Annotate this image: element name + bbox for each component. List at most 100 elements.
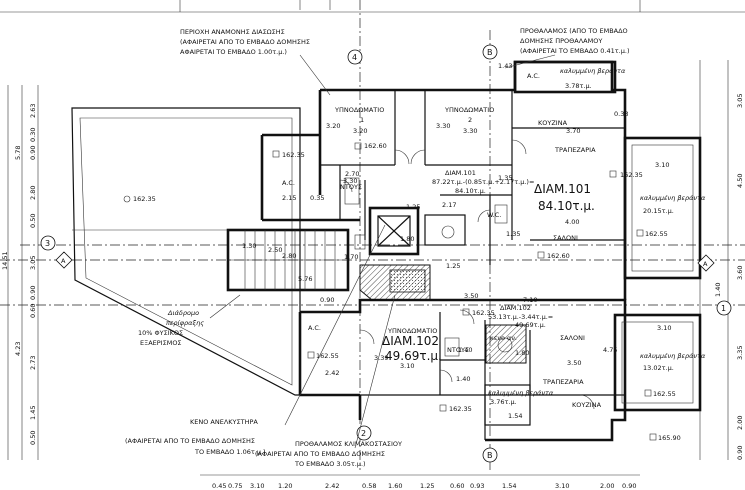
- veranda-lower-area: 13.02τ.μ.: [643, 364, 674, 372]
- svg-text:3.10: 3.10: [250, 482, 264, 490]
- stair-note-line-3: ΤΟ ΕΜΒΑΔΟ 3.05τ.μ.): [294, 460, 366, 468]
- lift-note-line-2: (ΑΦΑΙΡΕΤΑΙ ΑΠΟ ΤΟ ΕΜΒΑΔΟ ΔΟΜΗΣΗΣ: [125, 437, 255, 445]
- stair-treads: [228, 230, 348, 290]
- kitchen-102-label: ΚΟΥΖΙΝΑ: [572, 401, 602, 409]
- svg-text:0.45: 0.45: [212, 482, 226, 490]
- veranda-top-area: 3.78τ.μ.: [565, 82, 592, 90]
- level-9: 162.55: [653, 390, 676, 398]
- grid-bubble-2: 2: [356, 425, 372, 441]
- apartment-102-area: 49.69τ.μ.: [385, 349, 442, 363]
- shower-102-label: ΝΤΟΥΣ: [447, 346, 469, 354]
- svg-text:1.30: 1.30: [242, 242, 256, 250]
- svg-text:2.80: 2.80: [282, 252, 296, 260]
- apartment-102-calc-2: 53.13τ.μ.-3.44τ.μ.=: [488, 313, 553, 321]
- svg-text:1.25: 1.25: [446, 262, 460, 270]
- dining-102-label: ΤΡΑΠΕΖΑΡΙΑ: [542, 378, 584, 386]
- svg-text:1.80: 1.80: [400, 235, 414, 243]
- shaft-note-line-3: ΑΦΑΙΡΕΤΑΙ ΤΟ ΕΜΒΑΔΟ 1.00τ.μ.): [180, 48, 287, 56]
- shaft-note: ΠΕΡΙΟΧΗ ΑΝΑΜΟΝΗΣ ΔΙΑΣΩΣΗΣ (ΑΦΑΙΡΕΤΑΙ ΑΠΟ…: [180, 28, 310, 56]
- vestibule-top-note: ΠΡΟΘΑΛΑΜΟΣ (ΑΠΟ ΤΟ ΕΜΒΑΔΟ ΔΟΜΗΣΗΣ ΠΡΟΘΑΛ…: [520, 27, 629, 55]
- green-note: 10% ΦΥΣΙΚΟΣ ΕΞΑΕΡΙΣΜΟΣ: [138, 329, 183, 347]
- stair-note-line-1: ΠΡΟΘΑΛΑΜΟΣ ΚΛΙΜΑΚΟΣΤΑΣΙΟΥ: [295, 440, 402, 448]
- svg-text:1.80: 1.80: [515, 349, 529, 357]
- svg-text:2.00: 2.00: [600, 482, 614, 490]
- room-dimensions: 3.20 3.30 3.20 3.30 3.70 3.10 2.70 2.15 …: [242, 62, 671, 420]
- svg-text:3: 3: [45, 239, 50, 248]
- svg-text:4.23: 4.23: [14, 342, 22, 356]
- svg-text:2.73: 2.73: [29, 356, 37, 370]
- veranda-right-label: καλυμμένη βεράντα: [640, 194, 706, 202]
- svg-text:0.50: 0.50: [29, 431, 37, 445]
- apartment-101-calc-2: 87.22τ.μ.-(0.85τ.μ.+2.17τ.μ.)=: [432, 178, 534, 186]
- svg-text:B: B: [487, 48, 493, 57]
- svg-text:3.10: 3.10: [655, 161, 669, 169]
- dining-101-label: ΤΡΑΠΕΖΑΡΙΑ: [554, 146, 596, 154]
- svg-text:A: A: [703, 260, 708, 268]
- svg-text:1.25: 1.25: [420, 482, 434, 490]
- grid-bubble-4: 4: [347, 49, 363, 65]
- svg-text:1.35: 1.35: [498, 174, 512, 182]
- vestibule-note-line-1: ΠΡΟΘΑΛΑΜΟΣ (ΑΠΟ ΤΟ ΕΜΒΑΔΟ: [520, 27, 628, 35]
- svg-text:1.45: 1.45: [29, 406, 37, 420]
- svg-text:2.80: 2.80: [29, 186, 37, 200]
- svg-text:1.25: 1.25: [406, 203, 420, 211]
- veranda-small-label: καλυμμένη βεράντα: [488, 389, 554, 397]
- wc-label: W.C.: [487, 211, 501, 219]
- svg-text:3.05: 3.05: [736, 94, 744, 108]
- railing-note-line-1: Διάδρομο: [167, 309, 199, 317]
- ac-label-2: A.C.: [527, 72, 540, 80]
- veranda-small-area: 3.76τ.μ.: [490, 398, 517, 406]
- ac-label-3: A.C.: [308, 324, 321, 332]
- svg-text:1.40: 1.40: [714, 283, 722, 297]
- stair-vestibule-note: ΠΡΟΘΑΛΑΜΟΣ ΚΛΙΜΑΚΟΣΤΑΣΙΟΥ (ΑΦΑΙΡΕΤΑΙ ΑΠΟ…: [255, 440, 402, 468]
- bedroom-102-label: ΥΠΝΟΔΩΜΑΤΙΟ: [387, 327, 437, 335]
- svg-text:0.30: 0.30: [29, 128, 37, 142]
- level-markers: 162.35 162.60 162.35 162.35 162.55 162.6…: [123, 142, 681, 442]
- railing-note-line-2: περίφραξης: [166, 319, 204, 327]
- svg-text:2.63: 2.63: [29, 104, 37, 118]
- level-8: 162.35: [449, 405, 472, 413]
- grid-bubble-a-right: A: [697, 254, 715, 272]
- veranda-right-area: 20.15τ.μ.: [643, 207, 674, 215]
- apartment-102-name: ΔΙΑΜ.102: [382, 334, 439, 348]
- svg-text:3.10: 3.10: [657, 324, 671, 332]
- svg-text:3.39: 3.39: [374, 354, 388, 362]
- svg-text:3.30: 3.30: [343, 177, 357, 185]
- svg-text:0.90: 0.90: [29, 286, 37, 300]
- svg-text:5.76: 5.76: [298, 275, 312, 283]
- level-10: 165.90: [658, 434, 681, 442]
- vestibule-note-line-2: ΔΟΜΗΣΗΣ ΠΡΟΘΑΛΑΜΟΥ: [520, 37, 602, 45]
- svg-text:0.50: 0.50: [29, 214, 37, 228]
- apartment-101-area: 84.10τ.μ.: [538, 199, 595, 213]
- terrace-outline: [71, 107, 301, 396]
- living-101-label: ΣΑΛΟΝΙ: [553, 234, 578, 242]
- railing-note: Διάδρομο περίφραξης: [166, 309, 204, 327]
- svg-text:3.10: 3.10: [400, 362, 414, 370]
- svg-text:0.90: 0.90: [29, 146, 37, 160]
- level-5: 162.55: [645, 230, 668, 238]
- svg-text:2.70: 2.70: [345, 170, 359, 178]
- apartment-101-calc-1: ΔΙΑΜ.101: [445, 169, 476, 177]
- green-note-line-1: 10% ΦΥΣΙΚΟΣ: [138, 329, 183, 337]
- level-2: 162.60: [364, 142, 387, 150]
- grid-bubble-b-bottom: B: [482, 447, 498, 463]
- svg-text:3.50: 3.50: [464, 292, 478, 300]
- svg-text:0.75: 0.75: [228, 482, 242, 490]
- svg-text:3.70: 3.70: [566, 127, 580, 135]
- leader-lines: [209, 54, 556, 449]
- apartment-102-calc-1: ΔΙΑΜ.102: [500, 304, 531, 312]
- sanitary-fixtures: [344, 177, 513, 357]
- svg-text:1.35: 1.35: [506, 230, 520, 238]
- level-6: 162.60: [547, 252, 570, 260]
- apartment-101-calc-3: 84.10τ.μ.: [455, 187, 486, 195]
- bedroom-1-number: 1: [360, 116, 364, 124]
- svg-text:0.90: 0.90: [736, 446, 744, 460]
- svg-text:3.20: 3.20: [353, 127, 367, 135]
- svg-text:0.35: 0.35: [310, 194, 324, 202]
- dimensions-right: 3.05 4.50 3.60 1.40 3.35 2.00 0.90: [714, 94, 744, 460]
- svg-text:2.15: 2.15: [282, 194, 296, 202]
- svg-text:3.30: 3.30: [436, 122, 450, 130]
- level-11: 162.35: [472, 309, 495, 317]
- svg-text:1.70: 1.70: [344, 253, 358, 261]
